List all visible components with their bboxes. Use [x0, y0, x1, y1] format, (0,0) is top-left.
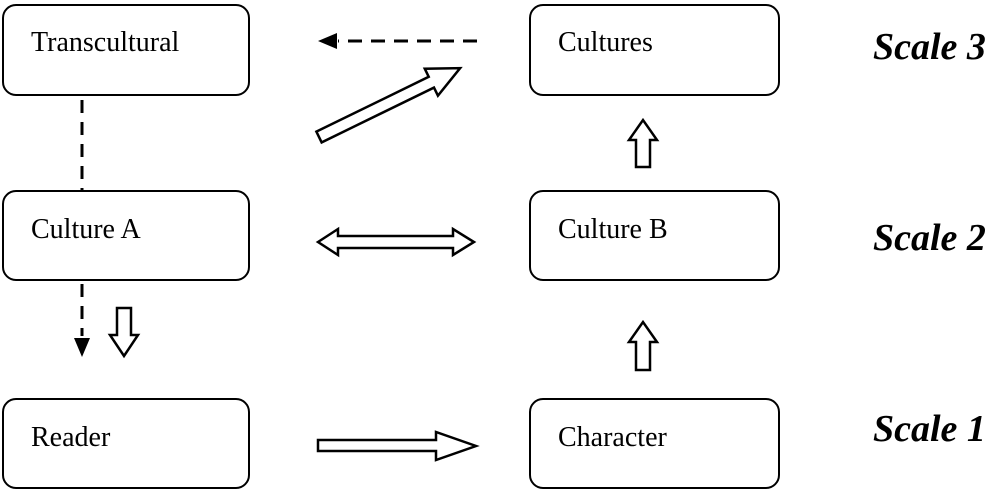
- character-label: Character: [558, 421, 667, 453]
- hollow-arrow-up-to-cultures: [314, 66, 463, 145]
- dashed-arrow-culture-a-to-reader: [74, 284, 90, 357]
- hollow-arrow-character-to-culture-b: [626, 319, 660, 372]
- reader-label: Reader: [31, 421, 111, 453]
- cultures-label: Cultures: [558, 27, 653, 58]
- hollow-arrow-culture-a-to-reader: [107, 306, 141, 359]
- transcultural-box: Transcultural: [2, 4, 250, 96]
- culture-b-box: Culture B: [529, 190, 780, 281]
- reader-box: Reader: [2, 398, 250, 489]
- hollow-double-arrow-culture-a-culture-b: [315, 226, 477, 258]
- dashed-arrow-cultures-to-transcultural: [318, 33, 477, 49]
- character-box: Character: [529, 398, 780, 489]
- transcultural-label: Transcultural: [31, 27, 180, 58]
- hollow-arrow-reader-to-character: [316, 430, 480, 462]
- culture-b-label: Culture B: [558, 213, 668, 245]
- culture-a-label: Culture A: [31, 213, 141, 245]
- scale-3-label: Scale 3: [873, 26, 986, 68]
- scale-2-label: Scale 2: [873, 217, 986, 259]
- hollow-arrow-culture-b-to-cultures: [626, 117, 660, 169]
- culture-a-box: Culture A: [2, 190, 250, 281]
- scale-1-label: Scale 1: [873, 408, 986, 450]
- cultures-box: Cultures: [529, 4, 780, 96]
